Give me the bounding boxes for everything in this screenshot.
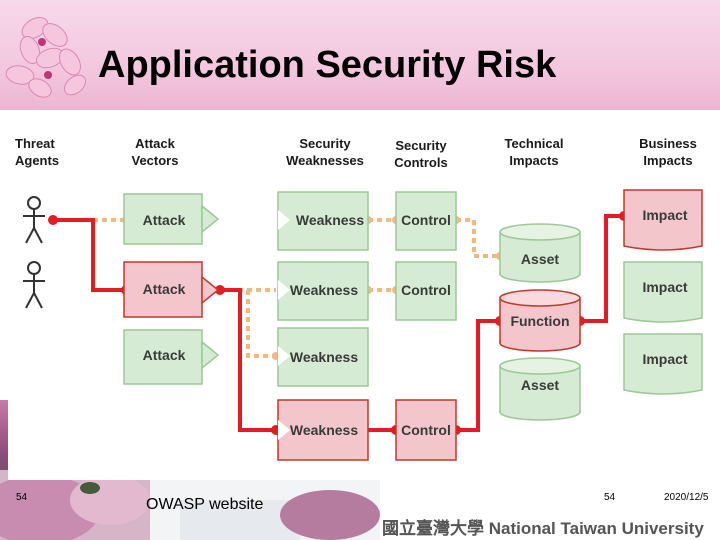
- exploit-path: [53, 214, 624, 432]
- function-cylinder-exploited: Function: [499, 289, 581, 352]
- svg-text:Weakness: Weakness: [296, 212, 364, 228]
- svg-text:Asset: Asset: [521, 377, 559, 393]
- source-label: OWASP website: [146, 496, 264, 513]
- svg-text:Weakness: Weakness: [290, 349, 358, 365]
- threat-agent-icon: [23, 196, 45, 244]
- column-header-technical-impacts-2: Impacts: [509, 153, 558, 168]
- page-number-right: 54: [604, 492, 616, 503]
- column-header-business-impacts-1: Business: [639, 136, 697, 151]
- column-header-security-weaknesses-2: Weaknesses: [286, 153, 364, 168]
- svg-text:Impact: Impact: [642, 207, 687, 223]
- attack-box-exploited: Attack: [123, 261, 220, 318]
- campus-photo: [0, 470, 380, 540]
- page-number-left: 54: [16, 492, 28, 503]
- slide-date: 2020/12/5: [664, 492, 709, 503]
- svg-text:Attack: Attack: [143, 212, 186, 228]
- control-box: Control: [395, 191, 457, 251]
- asset-cylinder: Asset: [499, 357, 581, 421]
- impact-box: Impact: [623, 261, 703, 323]
- column-header-attack-vectors-2: Vectors: [132, 153, 179, 168]
- svg-text:Weakness: Weakness: [290, 282, 358, 298]
- weakness-box: Weakness: [277, 191, 369, 251]
- svg-text:Weakness: Weakness: [290, 422, 358, 438]
- header-band: [0, 0, 720, 110]
- svg-text:Control: Control: [401, 212, 451, 228]
- column-header-attack-vectors-1: Attack: [135, 136, 176, 151]
- column-header-threat-agents-2: Agents: [15, 153, 59, 168]
- asset-cylinder: Asset: [499, 223, 581, 283]
- impact-box: Impact: [623, 333, 703, 395]
- column-header-threat-agents-1: Threat: [15, 136, 55, 151]
- svg-text:Attack: Attack: [143, 347, 186, 363]
- svg-text:Attack: Attack: [143, 281, 186, 297]
- column-header-security-controls-1: Security: [395, 138, 447, 153]
- svg-text:Control: Control: [401, 282, 451, 298]
- attack-box: Attack: [123, 329, 220, 385]
- weakness-box-exploited: Weakness: [277, 399, 369, 461]
- control-box-exploited: Control: [395, 399, 457, 461]
- threat-agent-icon: [23, 261, 45, 309]
- control-box: Control: [395, 261, 457, 321]
- svg-text:Asset: Asset: [521, 251, 559, 267]
- weakness-box: Weakness: [277, 327, 369, 387]
- column-header-business-impacts-2: Impacts: [643, 153, 692, 168]
- slide-title: Application Security Risk: [98, 44, 557, 86]
- weakness-box: Weakness: [277, 261, 369, 321]
- svg-text:Impact: Impact: [642, 279, 687, 295]
- impact-box-exploited: Impact: [623, 189, 703, 251]
- svg-text:Control: Control: [401, 422, 451, 438]
- flower-decoration-icon: [5, 17, 87, 98]
- svg-text:國立臺灣大學 National Taiwan Univers: 國立臺灣大學 National Taiwan University: [382, 518, 704, 538]
- ntu-logo: 國立臺灣大學 National Taiwan University: [380, 514, 720, 540]
- owasp-risk-diagram: Threat Agents Attack Vectors Security We…: [8, 128, 720, 480]
- attack-box: Attack: [123, 193, 220, 245]
- svg-text:Impact: Impact: [642, 351, 687, 367]
- column-header-security-controls-2: Controls: [394, 155, 447, 170]
- column-header-security-weaknesses-1: Security: [299, 136, 351, 151]
- column-header-technical-impacts-1: Technical: [504, 136, 563, 151]
- svg-text:Function: Function: [510, 313, 569, 329]
